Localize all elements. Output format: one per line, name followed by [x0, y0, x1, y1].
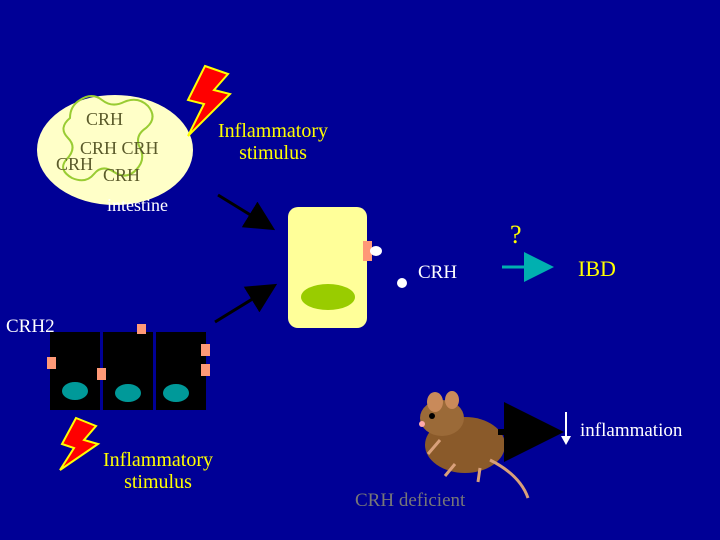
intestine-crh-word: CRH [56, 154, 94, 174]
cell-receptor [363, 241, 372, 261]
secreted-crh-label: CRH [418, 262, 458, 283]
epithelial-nucleus-3 [163, 384, 189, 402]
crh2-receptor-3 [97, 368, 106, 380]
lightning-bolt-icon [59, 416, 101, 471]
cell-nucleus [301, 284, 355, 310]
inflammation-label: inflammation [580, 420, 683, 441]
intestine-crh-word: CRH CRH [80, 138, 159, 158]
stimulus-bottom-line1: Inflammatory [103, 449, 213, 471]
lightning-bolt-icon [186, 64, 232, 137]
intestine-villi [62, 95, 154, 182]
stimulus-top-line1: Inflammatory [218, 120, 328, 142]
mouse-caption: CRH deficient [355, 490, 466, 511]
arrow-intestine-to-cell [217, 193, 276, 231]
epithelial-nucleus-1 [62, 382, 88, 400]
epithelial-nucleus-2 [115, 384, 141, 402]
intestine-oval [37, 95, 193, 205]
intestine-label: intestine [107, 195, 168, 215]
intestine-crh-word: CRH [103, 165, 141, 185]
arrow-cells-to-cell [214, 283, 278, 324]
crh-molecule-free [397, 278, 407, 288]
stimulus-bottom-label: Inflammatory stimulus [88, 449, 228, 493]
crh-molecule-bound [370, 246, 382, 256]
crh2-receptor-4 [201, 344, 210, 356]
crh2-label: CRH2 [6, 316, 55, 337]
stimulus-bottom-line2: stimulus [124, 471, 192, 493]
intestine-crh-word: CRH [86, 109, 124, 129]
mouse-icon [419, 391, 530, 499]
ibd-label: IBD [578, 256, 616, 281]
stimulus-top-line2: stimulus [239, 142, 307, 164]
crh2-receptor-1 [137, 324, 146, 334]
crh2-receptor-2 [47, 357, 56, 369]
question-mark: ? [510, 220, 522, 249]
crh2-receptor-5 [201, 364, 210, 376]
stimulus-top-label: Inflammatory stimulus [203, 120, 343, 164]
